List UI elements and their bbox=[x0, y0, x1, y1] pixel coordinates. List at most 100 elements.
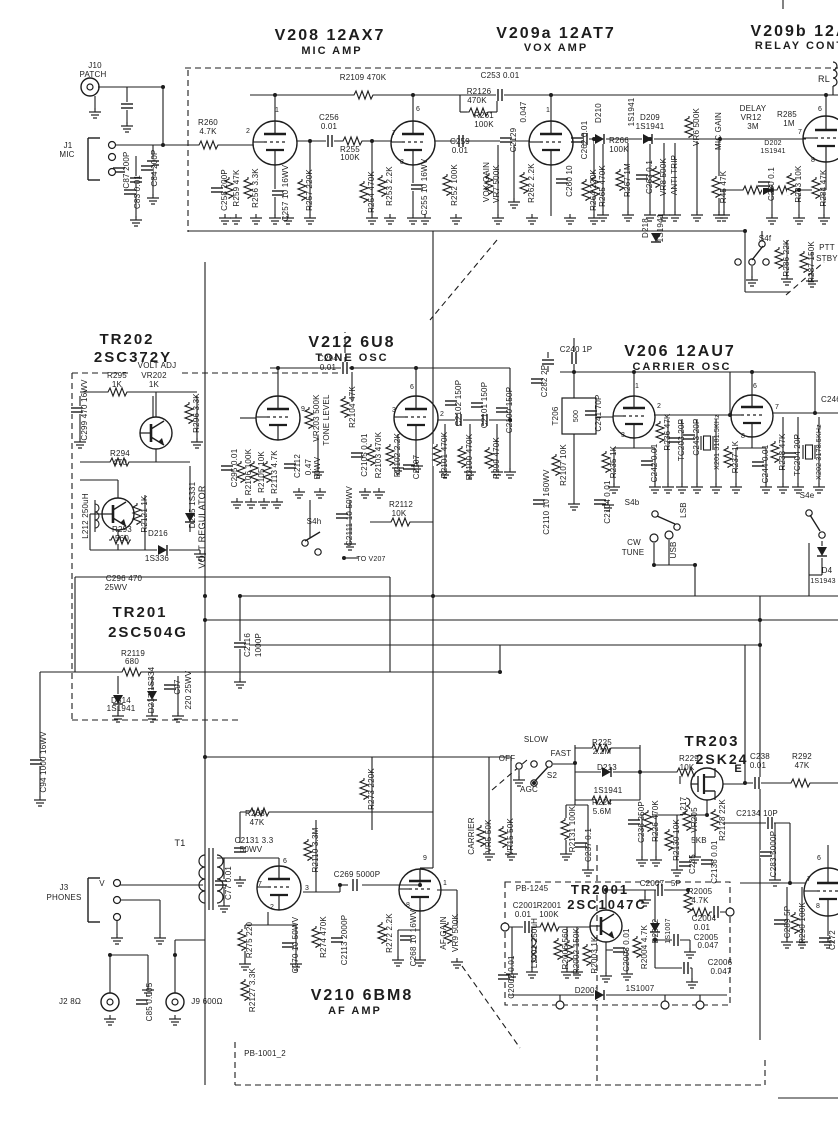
switch-contact bbox=[805, 509, 813, 517]
component-label: 5.6M bbox=[593, 807, 612, 816]
component-label: C268 10 16WV bbox=[409, 909, 418, 966]
component-label: T206 bbox=[551, 406, 560, 425]
component-label: VR5 50K bbox=[484, 819, 493, 853]
diode-symbol bbox=[185, 513, 195, 522]
mask bbox=[594, 498, 606, 506]
component-label: C85 0.005 bbox=[145, 982, 154, 1021]
component-label: R2107 10K bbox=[559, 444, 568, 486]
component-label: R264 220K bbox=[589, 169, 598, 211]
section-title: TR2001 bbox=[571, 882, 629, 897]
junction-dot bbox=[750, 370, 754, 374]
component-label: PB-1245 bbox=[516, 884, 549, 893]
transistor-symbol bbox=[112, 501, 127, 511]
component-label: C272 bbox=[828, 930, 837, 950]
resistor-symbol bbox=[741, 184, 763, 196]
resistor-symbol bbox=[789, 912, 801, 934]
component-label: R2131 100K bbox=[568, 805, 577, 852]
component-label: C282 2P bbox=[540, 365, 549, 398]
resistor-symbol bbox=[682, 891, 694, 913]
pin-label: 1 bbox=[275, 107, 279, 114]
resistor-symbol bbox=[303, 407, 315, 429]
resistor-symbol bbox=[483, 447, 495, 469]
mask bbox=[575, 841, 587, 849]
component-label: C243 20P bbox=[692, 418, 701, 455]
resistor-symbol bbox=[581, 944, 593, 966]
pin-label: 8 bbox=[741, 433, 745, 440]
component-label: C77 0.01 bbox=[224, 866, 233, 900]
terminal bbox=[555, 1000, 565, 1010]
component-label: R2112 bbox=[389, 500, 413, 509]
component-label: VOLT ADJ bbox=[138, 361, 177, 370]
dashed-boundary bbox=[491, 759, 528, 791]
component-label: TC203 20P bbox=[677, 419, 686, 461]
component-label: R253 2.2K bbox=[385, 166, 394, 206]
component-label: 0.047 bbox=[519, 101, 528, 122]
mask bbox=[284, 462, 296, 470]
junction-dot bbox=[161, 143, 165, 147]
resistor-symbol bbox=[109, 534, 131, 546]
component-label: 0.01 bbox=[750, 761, 767, 770]
component-label: D4 bbox=[822, 566, 833, 575]
component-label: C2005 bbox=[694, 933, 719, 942]
section-title: E bbox=[734, 763, 743, 775]
diode-symbol bbox=[602, 767, 611, 777]
mask bbox=[819, 936, 831, 944]
component-label: 1S1941 bbox=[760, 148, 785, 155]
resistor-symbol bbox=[223, 177, 235, 199]
component-label: X201 3181.5KHz bbox=[714, 414, 721, 470]
component-label: PTT bbox=[819, 243, 835, 252]
junction-dot bbox=[743, 229, 747, 233]
component-label: 1M bbox=[783, 119, 795, 128]
mask bbox=[403, 463, 415, 471]
mask bbox=[496, 89, 504, 101]
switch-contact bbox=[673, 523, 681, 531]
resistor-symbol bbox=[106, 386, 128, 398]
pin-label: 7 bbox=[258, 881, 262, 888]
section-title: AF AMP bbox=[328, 1005, 382, 1017]
component-label: C2104 0.01 bbox=[603, 480, 612, 524]
component-label: TUNE bbox=[622, 548, 645, 557]
mask bbox=[130, 176, 142, 184]
resistor-symbol bbox=[589, 175, 601, 197]
mask bbox=[272, 189, 284, 197]
component-label: L212 250uH bbox=[81, 493, 90, 539]
section-title: 2SK24 bbox=[696, 751, 749, 767]
component-label: 100K bbox=[474, 120, 494, 129]
component-label: R229 bbox=[679, 754, 699, 763]
section-title: V210 6BM8 bbox=[311, 987, 414, 1004]
component-label: C87 200P bbox=[122, 151, 131, 188]
resistor-symbol bbox=[242, 177, 254, 199]
component-label: 500 bbox=[573, 410, 580, 422]
component-label: R274 470K bbox=[319, 916, 328, 958]
resistor-symbol bbox=[467, 106, 489, 118]
component-label: 1S336 bbox=[145, 554, 169, 563]
component-label: R267 1M bbox=[623, 163, 632, 197]
component-label: FAST bbox=[551, 749, 572, 758]
mask bbox=[30, 758, 42, 766]
resistor-symbol bbox=[709, 809, 721, 831]
mask bbox=[636, 173, 648, 181]
section-title: 2SC372Y bbox=[94, 349, 172, 366]
component-label: 1000P bbox=[254, 633, 263, 657]
component-label: C294 bbox=[318, 354, 338, 363]
component-label: R262 2.2K bbox=[527, 163, 536, 203]
diode-symbol bbox=[113, 695, 123, 704]
section-title: MIC AMP bbox=[301, 45, 362, 57]
junction-dot bbox=[414, 366, 418, 370]
jack-symbol bbox=[171, 998, 179, 1006]
component-label: J9 600Ω bbox=[191, 997, 222, 1006]
pin-label: 6 bbox=[753, 383, 757, 390]
mask bbox=[445, 399, 457, 407]
component-label: 0.01 bbox=[694, 923, 711, 932]
junction-dot bbox=[238, 594, 242, 598]
jack-symbol bbox=[100, 992, 120, 1012]
component-label: C258 200P bbox=[220, 169, 229, 211]
section-title: V212 6U8 bbox=[308, 334, 395, 351]
diode-symbol bbox=[595, 134, 604, 144]
mask bbox=[481, 414, 489, 426]
component-label: D218 bbox=[641, 218, 650, 238]
component-label: ANTI TRIP bbox=[670, 155, 679, 195]
junction-dot bbox=[652, 563, 656, 567]
mask bbox=[672, 934, 680, 946]
